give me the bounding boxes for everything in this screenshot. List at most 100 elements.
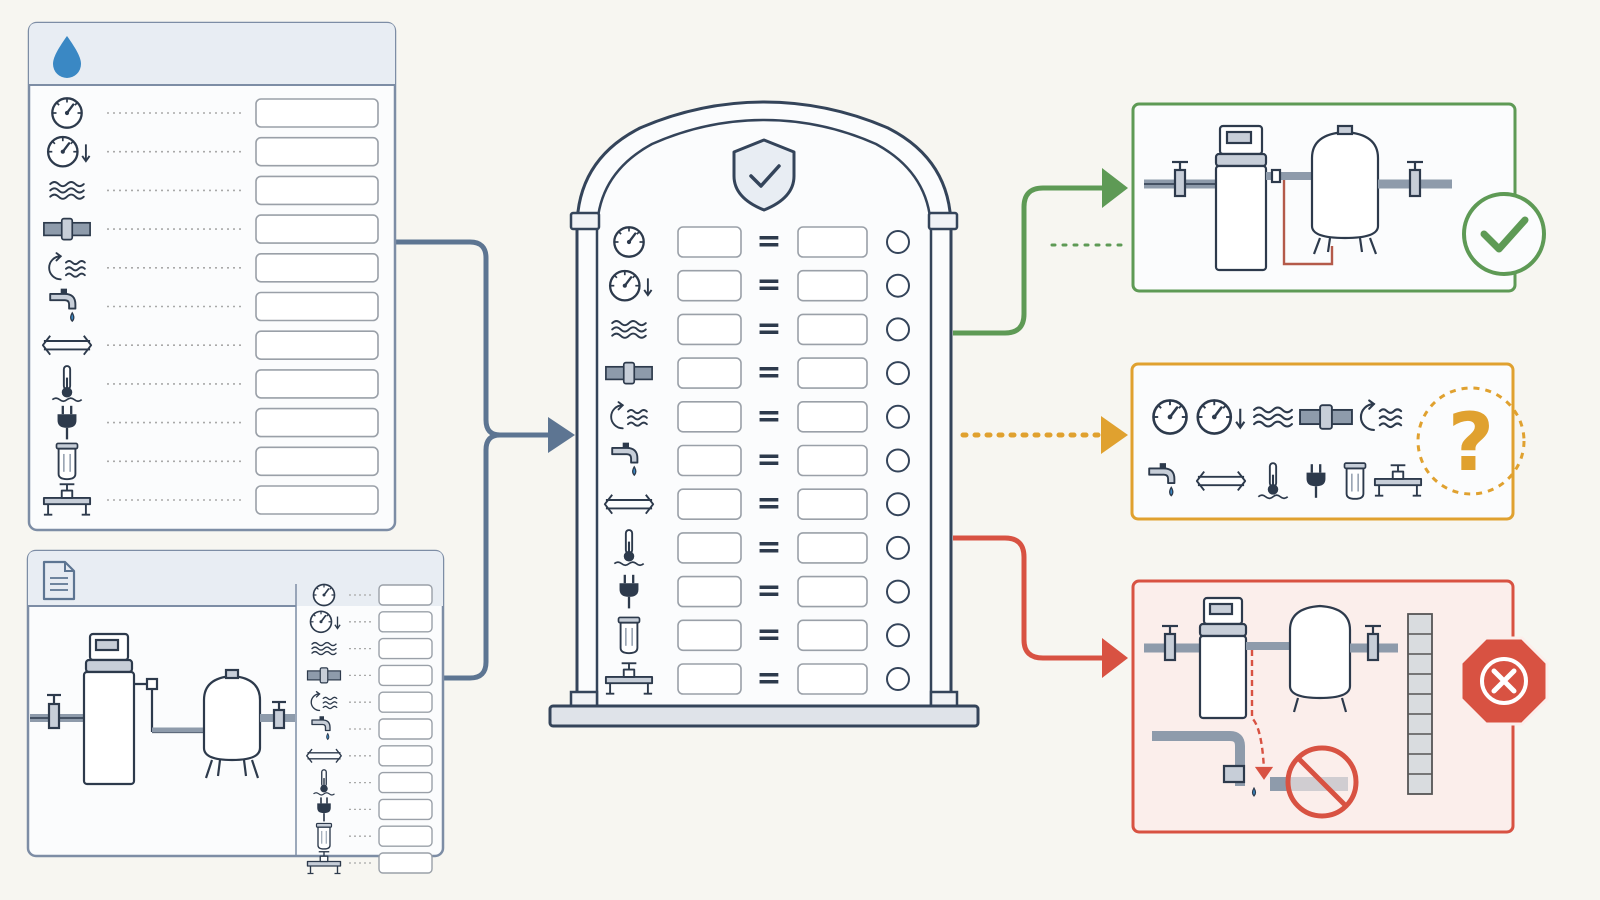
filter-cartridge-icon xyxy=(315,822,333,850)
required-value-field[interactable] xyxy=(677,269,742,302)
question-mark-text: ? xyxy=(1448,396,1494,489)
required-value-field[interactable] xyxy=(677,532,742,564)
requirement-value-field[interactable] xyxy=(255,175,379,206)
gate-comparison-row: = xyxy=(610,268,910,303)
spec-value-field[interactable] xyxy=(797,575,868,608)
spec-value-field[interactable] xyxy=(797,532,868,564)
match-status-indicator xyxy=(886,492,910,517)
spec-row xyxy=(311,637,433,660)
requirement-row xyxy=(43,214,379,244)
requirement-value-field[interactable] xyxy=(255,485,379,515)
spec-value-field[interactable] xyxy=(378,798,433,821)
required-value-field[interactable] xyxy=(677,575,742,608)
spec-value-field[interactable] xyxy=(797,357,868,389)
question-mark-icon: ? xyxy=(1416,386,1526,496)
requirements-rows xyxy=(41,97,379,516)
requirement-value-field[interactable] xyxy=(255,407,379,438)
spec-value-field[interactable] xyxy=(378,771,433,794)
spec-row xyxy=(306,851,433,875)
match-status-indicator xyxy=(886,448,910,473)
requirement-row xyxy=(42,483,379,516)
water-drop-icon xyxy=(53,36,81,78)
spec-value-field[interactable] xyxy=(797,400,868,433)
requirement-row xyxy=(48,252,379,283)
spec-value-field[interactable] xyxy=(378,718,433,740)
spec-row xyxy=(312,769,433,796)
requirement-row xyxy=(41,330,379,361)
requirement-value-field[interactable] xyxy=(255,330,379,361)
arrowhead-review xyxy=(1101,416,1128,454)
required-value-field[interactable] xyxy=(677,400,742,433)
requirement-value-field[interactable] xyxy=(255,98,379,128)
equals-operator: = xyxy=(756,486,781,521)
match-status-indicator xyxy=(886,579,910,604)
spec-value-field[interactable] xyxy=(797,444,868,477)
requirement-row xyxy=(51,97,379,129)
spec-value-field[interactable] xyxy=(378,664,433,687)
requirement-row xyxy=(51,364,379,403)
connector-gate-to-accept xyxy=(953,185,1105,336)
spec-row xyxy=(316,796,433,823)
connector-spec-to-gate xyxy=(443,432,501,681)
filter-cartridge-icon xyxy=(617,616,641,655)
gate-rows: =========== xyxy=(603,224,910,696)
gate-comparison-row: = xyxy=(613,224,910,259)
match-status-indicator xyxy=(886,535,910,560)
requirement-value-field[interactable] xyxy=(255,136,379,167)
spec-value-field[interactable] xyxy=(378,584,433,606)
required-value-field[interactable] xyxy=(677,663,742,695)
spec-value-field[interactable] xyxy=(378,745,433,767)
equals-operator: = xyxy=(756,311,781,346)
required-value-field[interactable] xyxy=(677,226,742,258)
spec-value-field[interactable] xyxy=(797,269,868,302)
spec-value-field[interactable] xyxy=(378,852,433,874)
required-value-field[interactable] xyxy=(677,313,742,346)
requirement-value-field[interactable] xyxy=(255,446,379,477)
requirement-row xyxy=(48,136,379,167)
spec-row xyxy=(311,715,433,741)
spec-value-field[interactable] xyxy=(797,619,868,652)
equals-operator: = xyxy=(756,443,781,478)
pressure-gauge-icon xyxy=(51,97,83,129)
blocked-wall xyxy=(1407,613,1433,795)
requirement-value-field[interactable] xyxy=(255,369,379,399)
requirement-value-field[interactable] xyxy=(255,214,379,244)
accept-outcome-panel xyxy=(1131,102,1546,293)
shield-check-icon xyxy=(732,138,796,212)
match-status-indicator xyxy=(886,273,910,298)
equals-operator: = xyxy=(756,661,781,696)
validation-gate: =========== xyxy=(548,100,980,728)
match-status-indicator xyxy=(886,361,910,386)
pressure-gauge-icon xyxy=(312,583,336,607)
required-value-field[interactable] xyxy=(677,619,742,652)
gate-comparison-row: = xyxy=(617,616,910,655)
filter-cartridge-icon xyxy=(55,442,79,481)
spec-row xyxy=(310,691,433,713)
check-circle-icon xyxy=(1462,192,1546,276)
stop-x-octagon-icon xyxy=(1459,636,1549,726)
required-value-field[interactable] xyxy=(677,357,742,389)
equals-operator: = xyxy=(756,355,781,390)
gate-comparison-row: = xyxy=(604,661,910,696)
spec-value-field[interactable] xyxy=(378,691,433,713)
spec-value-field[interactable] xyxy=(378,637,433,660)
required-value-field[interactable] xyxy=(677,444,742,477)
spec-row xyxy=(311,611,433,632)
requirement-value-field[interactable] xyxy=(255,291,379,322)
arrowhead-gate-input xyxy=(548,417,575,453)
equals-operator: = xyxy=(756,617,781,652)
spec-value-field[interactable] xyxy=(797,663,868,695)
required-value-field[interactable] xyxy=(677,488,742,521)
spec-value-field[interactable] xyxy=(797,488,868,521)
spec-value-field[interactable] xyxy=(797,226,868,258)
requirement-value-field[interactable] xyxy=(255,253,379,283)
softener-and-tank-schematic xyxy=(30,632,295,786)
connector-gate-to-reject xyxy=(953,535,1105,661)
connector-requirements-to-gate xyxy=(396,239,556,438)
requirement-row xyxy=(55,442,379,481)
filter-cartridge-icon xyxy=(1343,462,1367,500)
spec-value-field[interactable] xyxy=(797,313,868,346)
spec-value-field[interactable] xyxy=(378,825,433,847)
review-outcome-panel: ? xyxy=(1130,362,1526,521)
spec-value-field[interactable] xyxy=(378,611,433,633)
